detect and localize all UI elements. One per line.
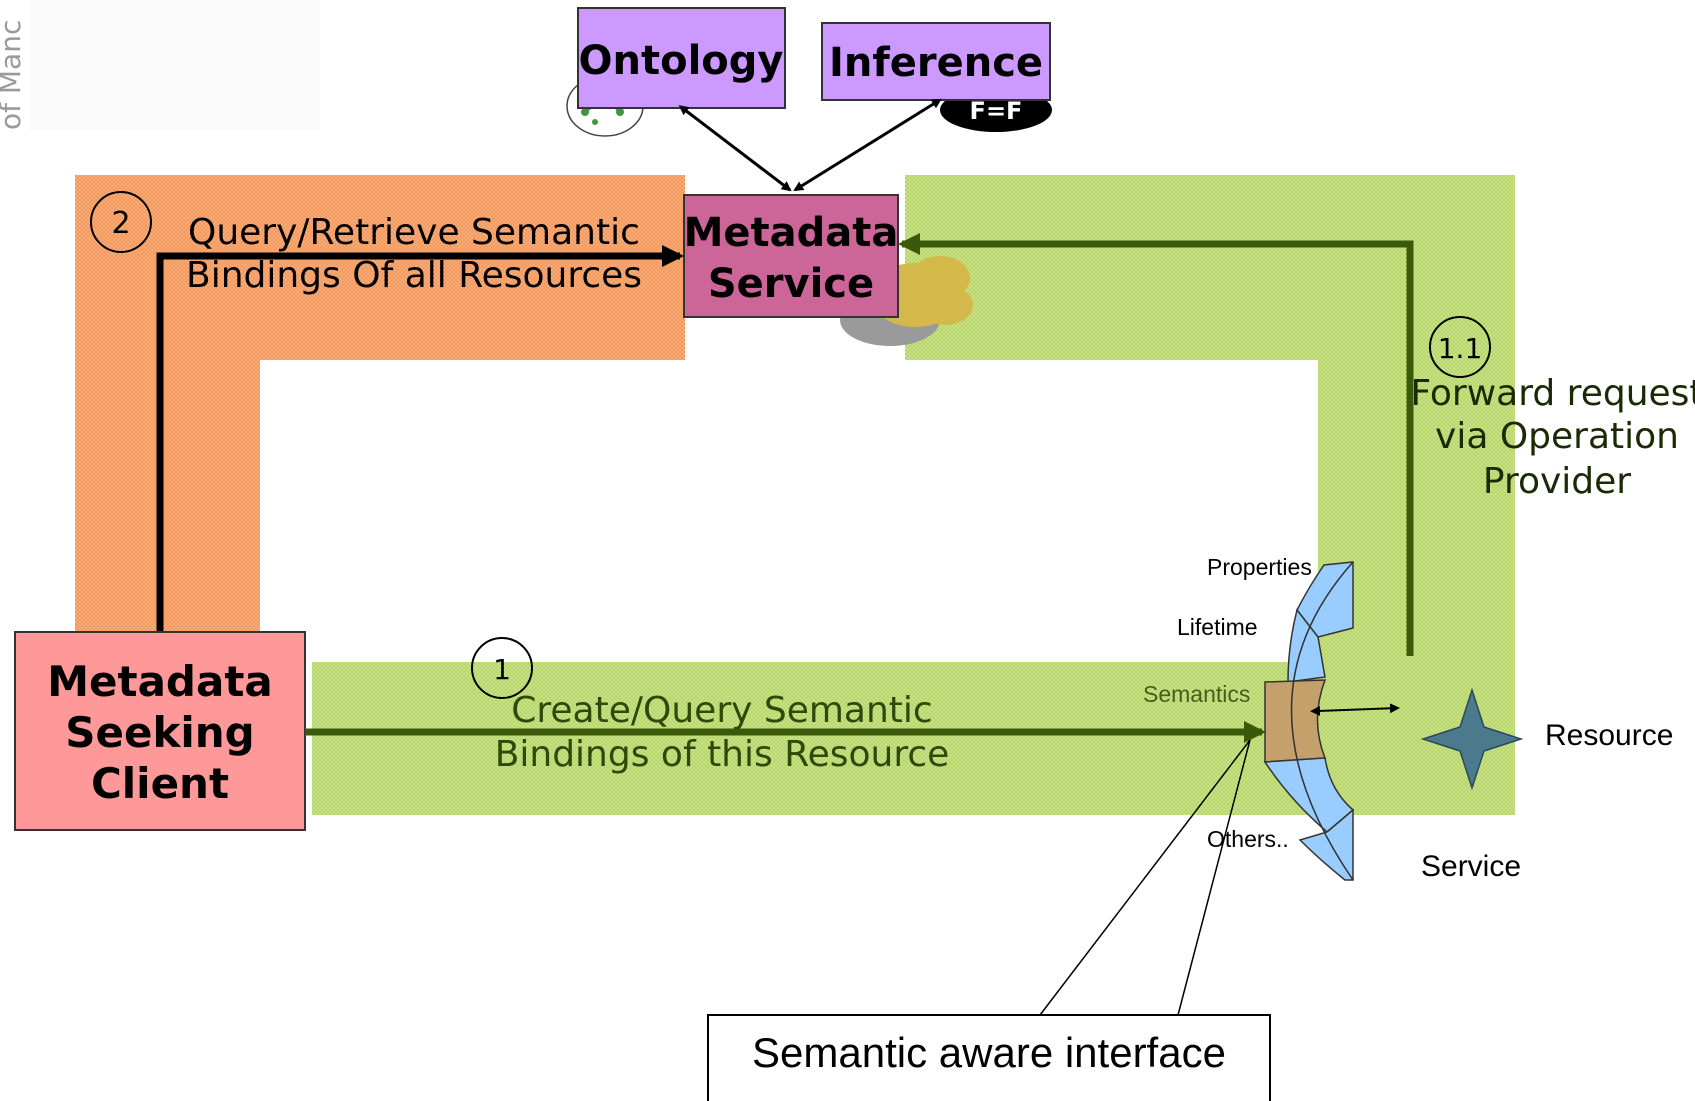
ontology-label: Ontology: [579, 38, 784, 84]
client-line1: Metadata: [47, 657, 273, 706]
client-line3: Client: [91, 759, 229, 808]
step2-number: 2: [111, 206, 130, 241]
ontology-box: Ontology: [577, 7, 786, 109]
metadata-service-line1: Metadata: [684, 210, 899, 256]
inference-label: Inference: [829, 40, 1043, 86]
inference-service-arrow: [793, 98, 942, 192]
segment-label-lifetime: Lifetime: [1177, 614, 1258, 640]
corner-text: of Manc: [0, 20, 27, 130]
segment-label-others: Others..: [1207, 826, 1289, 852]
step1-marker: 1: [471, 637, 533, 699]
step1-label-line2: Bindings of this Resource: [495, 734, 950, 775]
step11-arrow: [898, 233, 1414, 656]
metadata-service-line2: Service: [708, 261, 874, 307]
step11-marker: 1.1: [1429, 316, 1491, 378]
semantic-interface: [1263, 561, 1355, 881]
step11-label-line1: Forward request: [1410, 373, 1695, 414]
segment-label-properties: Properties: [1207, 554, 1312, 580]
step11-label-line2: via Operation: [1435, 416, 1679, 457]
metadata-service-box: Metadata Service: [683, 194, 899, 318]
interface-segment-others: [1298, 808, 1354, 881]
step1-number: 1: [493, 653, 511, 686]
callout-pointer-1: [1039, 739, 1251, 1016]
orange-region: [75, 175, 685, 635]
callout-pointer-2: [1177, 739, 1251, 1016]
inference-box: Inference: [821, 22, 1051, 101]
segment-label-semantics: Semantics: [1143, 681, 1250, 707]
step1-label-line1: Create/Query Semantic: [511, 690, 932, 731]
step2-label-line2: Bindings Of all Resources: [186, 255, 642, 296]
metadata-seeking-client-box: Metadata Seeking Client: [14, 631, 306, 831]
resource-star-icon: [1420, 687, 1524, 791]
interface-outer-arc: [1290, 561, 1354, 881]
inference-logo-text: F=F: [970, 97, 1023, 125]
ontology-service-arrow: [678, 105, 792, 192]
corner-watermark: of Manc: [0, 0, 320, 130]
step2-arrow: [156, 245, 684, 632]
callout-label: Semantic aware interface: [752, 1029, 1226, 1076]
interface-resource-arrow: [1310, 703, 1400, 716]
service-label: Service: [1421, 850, 1521, 883]
semantic-aware-interface-callout: Semantic aware interface: [707, 1014, 1271, 1101]
client-line2: Seeking: [65, 708, 255, 757]
resource-label: Resource: [1545, 719, 1673, 752]
step11-number: 1.1: [1438, 332, 1483, 365]
step2-label-line1: Query/Retrieve Semantic: [188, 212, 640, 253]
step11-label-line3: Provider: [1483, 461, 1631, 502]
step2-marker: 2: [90, 191, 152, 253]
